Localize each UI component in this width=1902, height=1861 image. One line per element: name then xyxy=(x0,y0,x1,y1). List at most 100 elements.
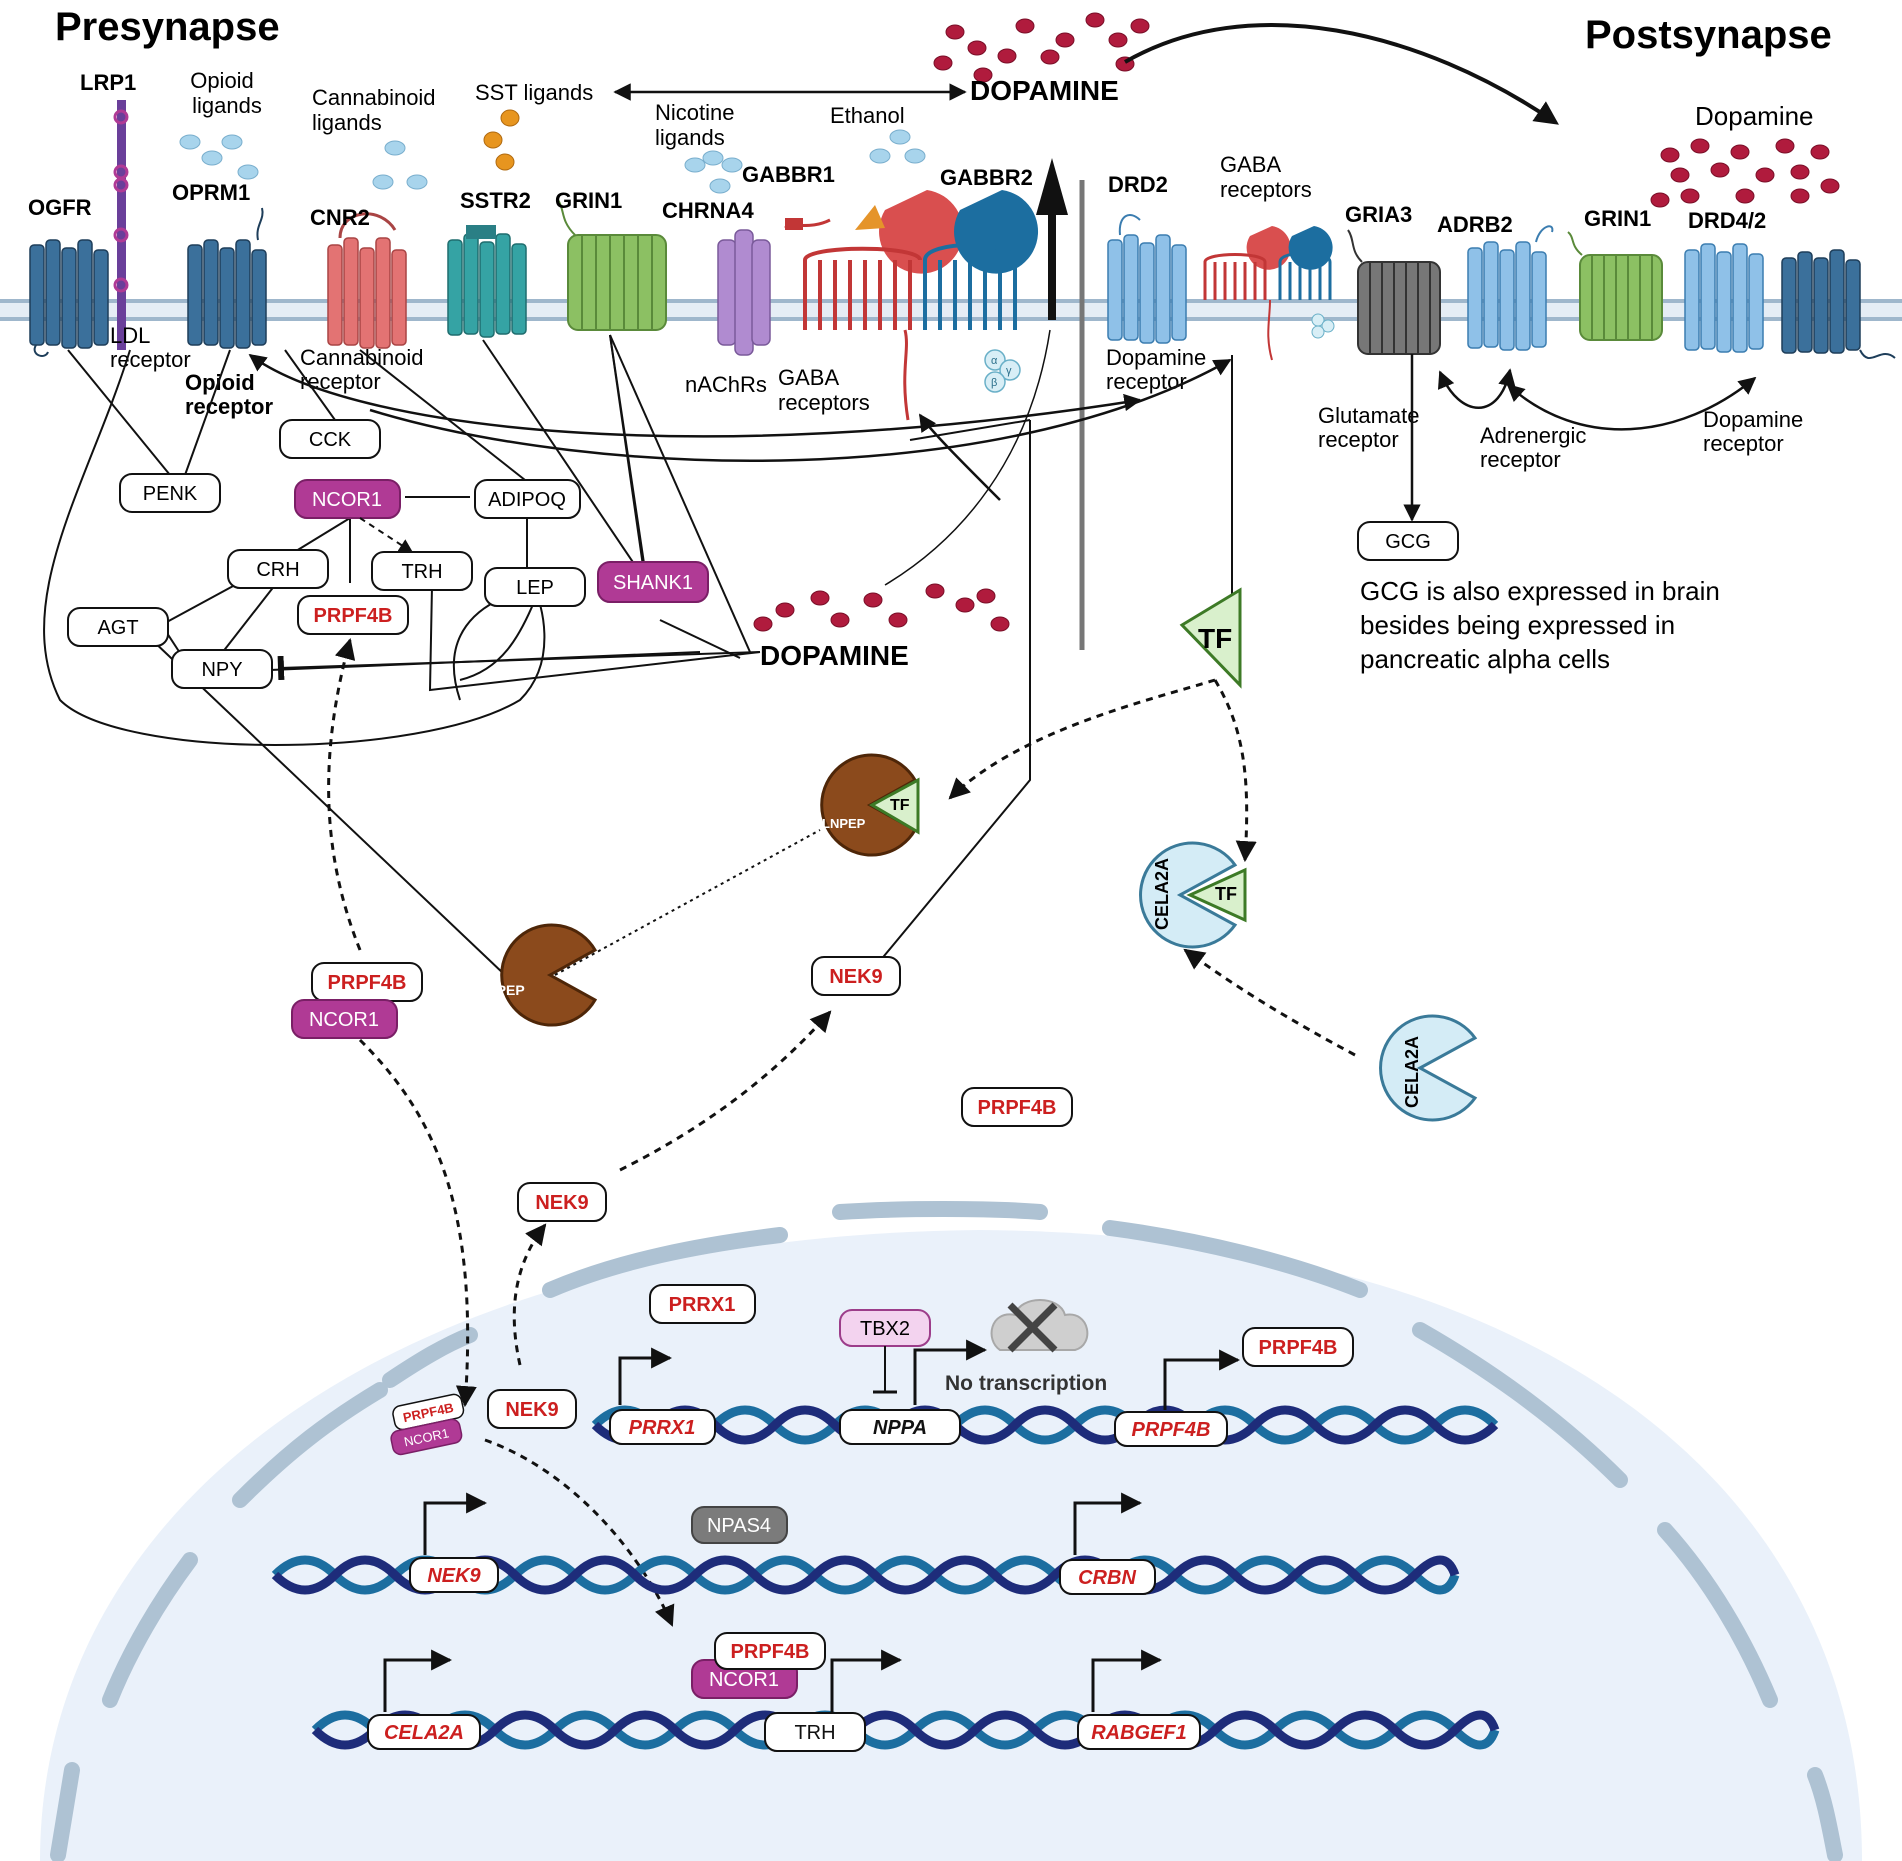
svg-text:NCOR1: NCOR1 xyxy=(309,1009,379,1031)
postsynapse-title: Postsynapse xyxy=(1585,13,1832,57)
gene-prpf4b: PRPF4B xyxy=(1114,1411,1228,1447)
nucleus xyxy=(40,1201,1862,1861)
dopamine-particles xyxy=(753,12,1840,632)
dopamine-mid-curve xyxy=(884,329,1051,586)
svg-text:NCOR1: NCOR1 xyxy=(312,489,382,511)
network-node-crh: CRH xyxy=(227,549,329,589)
svg-text:LNPEP: LNPEP xyxy=(822,816,866,831)
nachrs-label: nAChRs xyxy=(685,372,767,397)
svg-text:PRRX1: PRRX1 xyxy=(629,1417,696,1439)
no-transcription-cloud xyxy=(990,1299,1089,1353)
nuclear-tbx2: TBX2 xyxy=(839,1309,931,1347)
dna-strand-3 xyxy=(311,1710,1500,1750)
grin1-pre-label: GRIN1 xyxy=(555,188,622,213)
dopamine-cluster-top xyxy=(933,12,1150,83)
dopamine-cluster-post xyxy=(1650,138,1840,208)
nuclear-prrx1: PRRX1 xyxy=(649,1284,756,1324)
lnpep-protein: LNPEP xyxy=(478,923,598,1027)
gene-nppa: NPPA xyxy=(839,1409,961,1445)
svg-text:NPY: NPY xyxy=(201,659,242,681)
gaba-receptors-post xyxy=(1203,226,1335,361)
svg-text:CRBN: CRBN xyxy=(1078,1567,1136,1589)
gene-trh: TRH xyxy=(764,1712,866,1752)
dopamine-mid-label: DOPAMINE xyxy=(760,640,909,671)
network-node-penk: PENK xyxy=(119,473,221,513)
drd2-label: DRD2 xyxy=(1108,172,1168,197)
svg-text:TRH: TRH xyxy=(401,561,442,583)
nuclear-npas4: NPAS4 xyxy=(691,1506,788,1544)
network-node-ncor1: NCOR1 xyxy=(294,479,401,519)
nuclear-prpf4b-ncor1-complex: NCOR1 PRPF4B xyxy=(691,1632,826,1699)
svg-text:CELA2A: CELA2A xyxy=(1402,1036,1422,1108)
subunit-gamma: γ xyxy=(1006,365,1012,377)
cela2a-tf-complex: TF CELA2A xyxy=(1139,841,1247,949)
gene-cela2a: CELA2A xyxy=(367,1714,481,1750)
adrb2-receptor xyxy=(1467,225,1554,351)
dopamine-top-label: DOPAMINE xyxy=(970,75,1119,106)
svg-text:TF: TF xyxy=(1215,884,1237,904)
sst-ligands-label: SST ligands xyxy=(475,80,593,105)
grin1-pre-receptor xyxy=(557,199,667,331)
cyto-nek9-upper: NEK9 xyxy=(811,956,901,996)
cyto-prpf4b: PRPF4B xyxy=(961,1087,1073,1127)
nuclear-prpf4b-ncor1-small: PRPF4B NCOR1 xyxy=(390,1393,465,1456)
svg-text:PRRX1: PRRX1 xyxy=(669,1294,736,1316)
opioid-drd2-link xyxy=(248,353,1142,438)
svg-text:NEK9: NEK9 xyxy=(505,1399,558,1421)
network-node-cck: CCK xyxy=(279,419,381,459)
ncor1-trh-dashed xyxy=(359,517,414,553)
oprm1-receptor xyxy=(187,207,267,349)
drd4-2-receptor xyxy=(1684,243,1896,360)
grin1-post-label: GRIN1 xyxy=(1584,206,1651,231)
dopamine-post-label: Dopamine xyxy=(1695,101,1814,131)
subunit-beta: β xyxy=(991,377,997,389)
gene-prrx1: PRRX1 xyxy=(609,1409,716,1445)
no-transcription-label: No transcription xyxy=(945,1372,1107,1395)
svg-text:NEK9: NEK9 xyxy=(829,966,882,988)
svg-text:PRPF4B: PRPF4B xyxy=(314,605,393,627)
gria3-label: GRIA3 xyxy=(1345,202,1412,227)
ethanol-label: Ethanol xyxy=(830,103,905,128)
lnpep-complex-dotted xyxy=(554,829,821,976)
promoter-arrows xyxy=(383,1339,1241,1712)
subunit-alpha: α xyxy=(991,355,998,367)
oprm1-label: OPRM1 xyxy=(172,180,250,205)
chrna4-label: CHRNA4 xyxy=(662,198,754,223)
adrb2-label: ADRB2 xyxy=(1437,212,1513,237)
network-node-prpf4b: PRPF4B xyxy=(297,595,409,635)
svg-text:CELA2A: CELA2A xyxy=(384,1722,464,1744)
dna-strand-1 xyxy=(591,1405,1499,1445)
svg-text:PENK: PENK xyxy=(143,483,198,505)
gabbr1-label: GABBR1 xyxy=(742,162,835,187)
svg-text:TF: TF xyxy=(890,797,910,814)
dopamine-release-arrow xyxy=(1124,22,1559,125)
gria3-receptor xyxy=(1347,229,1441,355)
svg-text:CRH: CRH xyxy=(256,559,299,581)
sstr2-receptor xyxy=(447,225,527,338)
network-node-adipoq: ADIPOQ xyxy=(474,479,581,519)
svg-text:CCK: CCK xyxy=(309,429,352,451)
svg-text:NEK9: NEK9 xyxy=(427,1565,481,1587)
cela2a-complex-label: CELA2A xyxy=(1152,858,1172,930)
gria3-adrb2-link xyxy=(1437,368,1516,409)
dopamine-cluster-mid xyxy=(753,583,1010,632)
grin1-post-receptor xyxy=(1567,231,1663,341)
nuclear-nek9: NEK9 xyxy=(487,1389,577,1429)
cannabinoid-ligand-particles xyxy=(372,140,428,190)
network-node-npy: NPY xyxy=(171,649,273,689)
svg-text:PRPF4B: PRPF4B xyxy=(978,1097,1057,1119)
network-node-trh: TRH xyxy=(371,551,473,591)
opioid-ligand-particles xyxy=(179,134,259,180)
gene-nek9: NEK9 xyxy=(409,1557,499,1593)
svg-text:NPPA: NPPA xyxy=(873,1417,927,1439)
drd2-receptor xyxy=(1107,214,1187,344)
